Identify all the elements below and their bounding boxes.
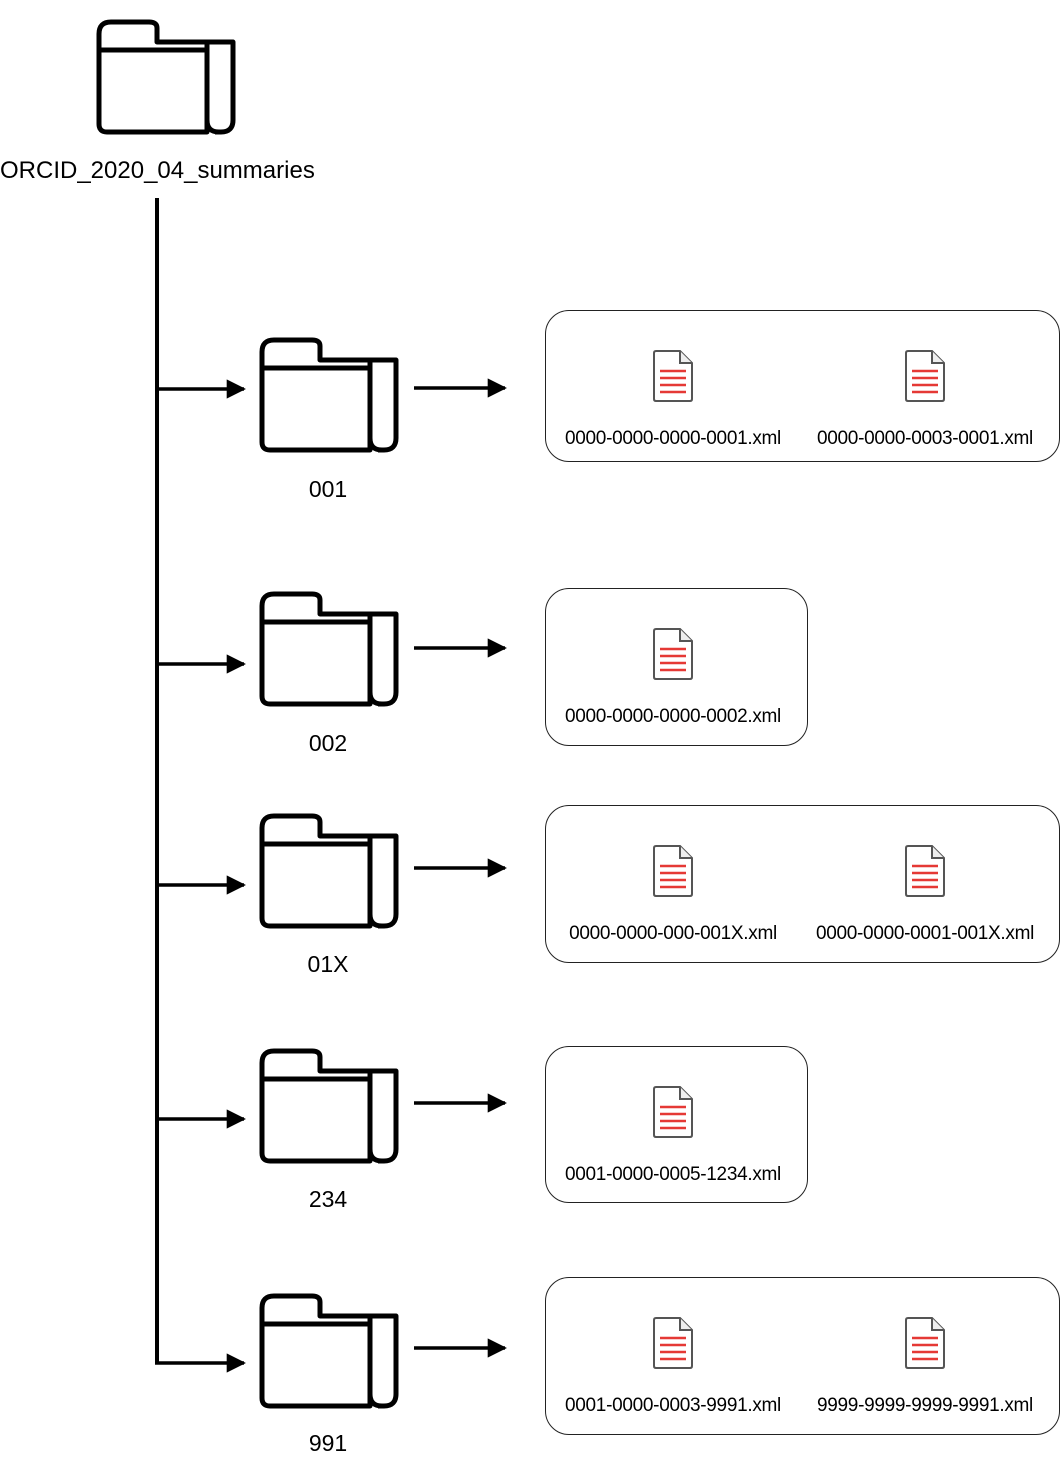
file-name: 0000-0000-0000-0002.xml: [565, 706, 781, 727]
xml-file[interactable]: 0000-0000-0003-0001.xml: [800, 349, 1050, 450]
file-name: 9999-9999-9999-9991.xml: [817, 1395, 1033, 1416]
folder-icon: [259, 337, 399, 453]
connectors: [155, 198, 507, 1373]
file-name: 0001-0000-0003-9991.xml: [565, 1395, 781, 1416]
file-name: 0001-0000-0005-1234.xml: [565, 1164, 781, 1185]
root-folder-label: ORCID_2020_04_summaries: [0, 157, 315, 184]
file-name: 0000-0000-000-001X.xml: [569, 923, 777, 944]
xml-file-icon: [653, 350, 693, 402]
file-name: 0000-0000-0001-001X.xml: [815, 923, 1035, 944]
file-name: 0000-0000-0000-0001.xml: [565, 428, 781, 449]
xml-file[interactable]: 0000-0000-000-001X.xml: [548, 844, 798, 945]
folder-label: 991: [308, 1430, 348, 1456]
xml-file-icon: [653, 1317, 693, 1369]
xml-file[interactable]: 0001-0000-0005-1234.xml: [548, 1085, 798, 1186]
root-folder-icon: [96, 19, 236, 135]
xml-file-icon: [653, 1086, 693, 1138]
xml-file[interactable]: 0000-0000-0000-0001.xml: [548, 349, 798, 450]
file-group: 0000-0000-000-001X.xml 0000-0000-0001-001…: [545, 805, 1060, 963]
folder-icon: [259, 813, 399, 929]
folder-label: 002: [308, 730, 348, 756]
folder-icon: [259, 1293, 399, 1409]
folder-label: 234: [308, 1186, 348, 1212]
xml-file[interactable]: 0000-0000-0000-0002.xml: [548, 627, 798, 728]
xml-file-icon: [905, 1317, 945, 1369]
xml-file-icon: [653, 628, 693, 680]
folder-label: 01X: [307, 951, 349, 977]
file-group: 0000-0000-0000-0002.xml: [545, 588, 808, 746]
folder-label: 001: [308, 476, 348, 502]
folders-layer: [96, 19, 399, 1409]
xml-file[interactable]: 9999-9999-9999-9991.xml: [800, 1316, 1050, 1417]
file-name: 0000-0000-0003-0001.xml: [817, 428, 1033, 449]
xml-file[interactable]: 0000-0000-0001-001X.xml: [800, 844, 1050, 945]
xml-file-icon: [653, 845, 693, 897]
file-group: 0001-0000-0005-1234.xml: [545, 1046, 808, 1203]
file-group: 0001-0000-0003-9991.xml 9999-9999-9999-99…: [545, 1277, 1060, 1435]
folder-icon: [259, 1048, 399, 1164]
xml-file-icon: [905, 350, 945, 402]
xml-file-icon: [905, 845, 945, 897]
folder-icon: [259, 591, 399, 707]
xml-file[interactable]: 0001-0000-0003-9991.xml: [548, 1316, 798, 1417]
file-group: 0000-0000-0000-0001.xml 0000-0000-0003-00…: [545, 310, 1060, 462]
